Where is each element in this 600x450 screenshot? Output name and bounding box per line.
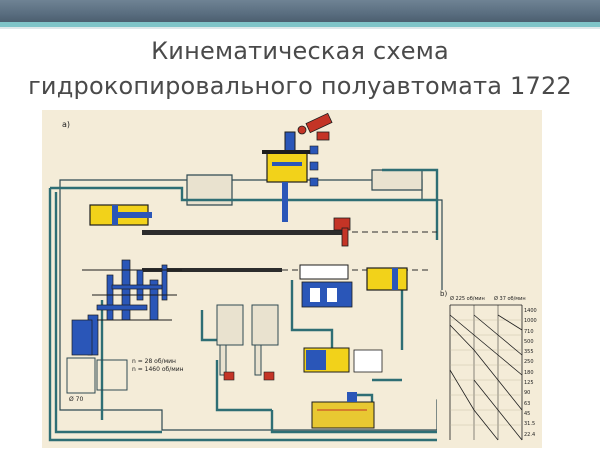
graph-header-left: Ø 225 об/мин <box>450 296 485 302</box>
red-valve-middle <box>333 217 351 247</box>
graph-scale-tick: 1400 <box>524 308 537 314</box>
lower-red-valves <box>223 371 275 381</box>
copier-valve-top <box>297 112 333 141</box>
slide-title: Кинематическая схема гидрокопировального… <box>0 34 600 104</box>
gear-note: n = 1460 об/мин <box>132 366 184 373</box>
slide-title-line-1: Кинематическая схема <box>151 37 449 65</box>
spindle-note: n = 28 об/мин <box>132 358 176 365</box>
graph-scale-tick: 63 <box>524 400 531 407</box>
slide-header-bar <box>0 0 600 22</box>
slide-header-shadow <box>0 27 600 29</box>
oil-tank <box>311 392 375 429</box>
graph-scale-tick: 125 <box>524 380 534 387</box>
graph-scale-tick: 180 <box>524 369 534 376</box>
gear-shafts <box>82 269 182 321</box>
motor-label: Ø 70 <box>69 396 84 403</box>
graph-scale-tick: 710 <box>524 328 534 335</box>
graph-scale-tick: 22.4 <box>524 431 536 438</box>
graph-scale-tick: 500 <box>524 338 534 345</box>
graph-header-right: Ø 37 об/мин <box>494 296 526 302</box>
top-cylinder <box>262 131 312 222</box>
graph-right-scale: 1400 1000 710 500 355 250 180 125 90 63 45 31.5 22.4 <box>524 306 542 440</box>
graph-scale-tick: 1000 <box>524 318 537 325</box>
figure-letter: a) <box>62 120 71 129</box>
kinematic-diagram-scan: a) n = 28 об/мин n = 1460 об/мин Ø 70 b)… <box>42 110 542 448</box>
left-cylinder <box>89 204 152 226</box>
right-cylinder <box>299 264 408 308</box>
graph-scale-tick: 31.5 <box>524 421 536 428</box>
graph-letter: b) <box>440 290 448 298</box>
graph-scale-tick: 250 <box>524 359 534 366</box>
slide-header-accent <box>0 22 600 27</box>
small-valves-column <box>309 145 319 187</box>
graph-scale-tick: 90 <box>524 390 531 397</box>
graph-scale-tick: 355 <box>524 349 534 356</box>
lower-hydro-unit <box>303 347 383 373</box>
motor <box>66 357 128 394</box>
tailstock-posts <box>216 304 279 376</box>
graph-scale-tick: 45 <box>524 410 531 417</box>
gearbox <box>71 259 168 356</box>
velocity-graph <box>437 290 542 448</box>
slide-title-line-2: гидрокопировального полуавтомата 1722 <box>28 72 572 100</box>
